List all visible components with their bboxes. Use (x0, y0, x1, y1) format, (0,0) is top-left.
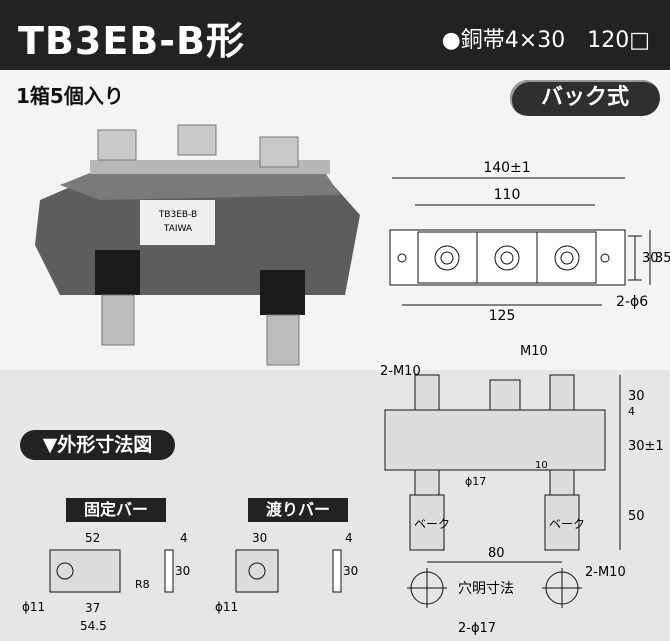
header-bar: TB3EB-B形 ●銅帯4×30 120□ (0, 0, 670, 70)
bolt-3-top (259, 136, 299, 168)
right-bolt (266, 314, 300, 366)
dim-110: 110 (494, 187, 521, 203)
label-m10-top: M10 (520, 344, 548, 359)
dim-30-top: 30 (628, 389, 645, 404)
label-hole-spec: 穴明寸法 (458, 581, 514, 597)
label-line-2: TAIWA (163, 224, 193, 234)
quantity-text: 1箱5個入り (16, 84, 124, 108)
dim-35: 35±1 (655, 251, 670, 266)
label-line-1: TB3EB-B (158, 210, 197, 220)
bolt-1-top (97, 129, 137, 161)
label-beak-right: ベーク (549, 517, 585, 531)
product-illustration: TB3EB-B TAIWA (35, 124, 360, 366)
dim-50: 50 (628, 509, 645, 524)
fixed-bar-label: 固定バー (66, 498, 166, 522)
bar-drawings: 52 4 30 R8 ϕ11 37 54.5 30 4 30 ϕ11 (22, 531, 358, 633)
dim-30: 30 (642, 251, 659, 266)
product-title: TB3EB-B形 (18, 19, 245, 63)
label-hole-size: 2-ϕ17 (458, 621, 496, 636)
hole-label: 2-ϕ6 (616, 294, 648, 310)
label-plate (140, 200, 215, 245)
cross-thickness: 4 (345, 531, 353, 545)
label-phi17: ϕ17 (465, 475, 486, 488)
fixed-radius: R8 (135, 578, 150, 591)
top-view-drawing: 140±1 110 125 30 35±1 2-ϕ6 (389, 160, 670, 324)
dim-4: 4 (628, 405, 635, 418)
section-title: ▼外形寸法図 (20, 430, 175, 460)
fixed-thickness: 4 (180, 531, 188, 545)
label-beak-left: ベーク (414, 517, 450, 531)
cross-hole: ϕ11 (215, 600, 238, 614)
side-view-drawing: M10 2-M10 30 4 30±1 50 10 ϕ17 ベーク ベーク 80… (380, 344, 664, 636)
cross-bar-label: 渡りバー (248, 498, 348, 522)
label-m10-bottom: 2-M10 (585, 565, 626, 580)
cross-width: 30 (252, 531, 267, 545)
product-spec: ●銅帯4×30 120□ (441, 28, 650, 53)
left-insulator (95, 250, 140, 295)
label-m10-left: 2-M10 (380, 364, 421, 379)
fixed-dim-37: 37 (85, 601, 100, 615)
dim-80: 80 (488, 546, 505, 561)
fixed-height: 30 (175, 564, 190, 578)
dim-30-body: 30±1 (628, 439, 664, 454)
cross-height: 30 (343, 564, 358, 578)
dim-10: 10 (535, 460, 548, 471)
bolt-2-top (177, 124, 217, 156)
type-badge: バック式 (510, 80, 660, 116)
fixed-dim-54: 54.5 (80, 619, 107, 633)
dim-140: 140±1 (483, 160, 530, 176)
right-insulator (260, 270, 305, 315)
fixed-width: 52 (85, 531, 100, 545)
left-bolt (101, 294, 135, 346)
dim-125: 125 (489, 308, 516, 324)
fixed-hole: ϕ11 (22, 600, 45, 614)
